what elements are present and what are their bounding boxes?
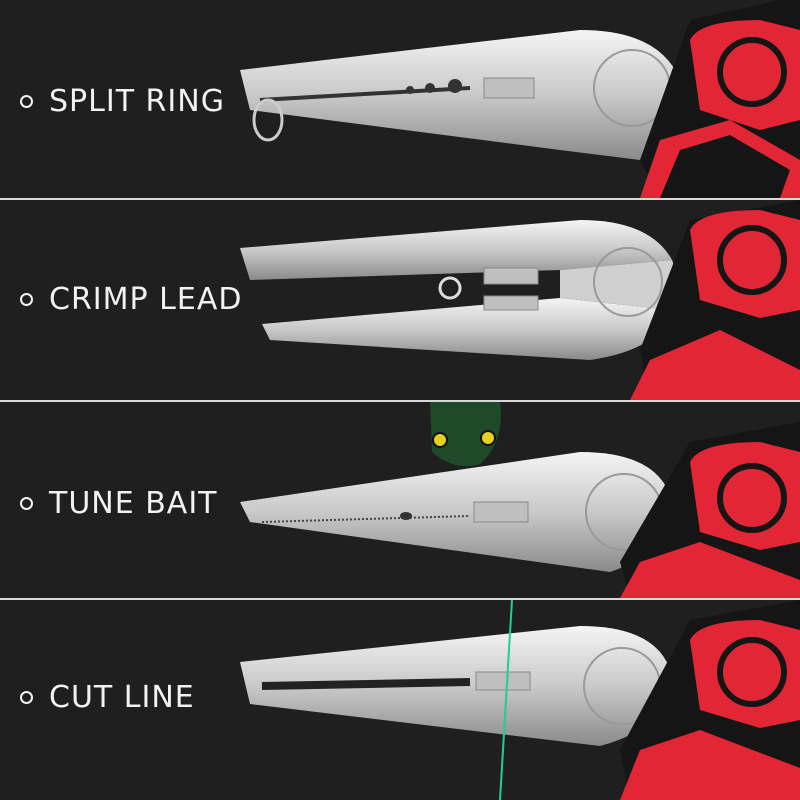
divider <box>0 400 800 402</box>
pliers-image <box>240 0 800 198</box>
split-ring-icon <box>252 98 284 142</box>
feature-label-text: SPLIT RING <box>49 84 225 119</box>
bullet-icon <box>20 95 33 108</box>
crimp-sleeve-icon <box>438 276 462 300</box>
fishing-line-icon <box>499 600 513 800</box>
panel-cut-line: CUT LINE <box>0 600 800 800</box>
divider <box>0 198 800 200</box>
pliers-image <box>240 200 800 400</box>
pliers-image <box>240 402 800 598</box>
feature-label-text: TUNE BAIT <box>49 486 218 521</box>
bullet-icon <box>20 691 33 704</box>
feature-label: CUT LINE <box>20 680 195 715</box>
feature-label-text: CRIMP LEAD <box>49 282 243 317</box>
bullet-icon <box>20 293 33 306</box>
feature-label: TUNE BAIT <box>20 486 218 521</box>
fishing-lure-icon <box>430 402 501 467</box>
feature-label: CRIMP LEAD <box>20 282 242 317</box>
panel-tune-bait: TUNE BAIT <box>0 402 800 598</box>
feature-label: SPLIT RING <box>20 84 225 119</box>
feature-label-text: CUT LINE <box>49 680 195 715</box>
pliers-image <box>240 600 800 800</box>
panel-split-ring: SPLIT RING <box>0 0 800 198</box>
panel-crimp-lead: CRIMP LEAD <box>0 200 800 400</box>
divider <box>0 598 800 600</box>
bullet-icon <box>20 497 33 510</box>
